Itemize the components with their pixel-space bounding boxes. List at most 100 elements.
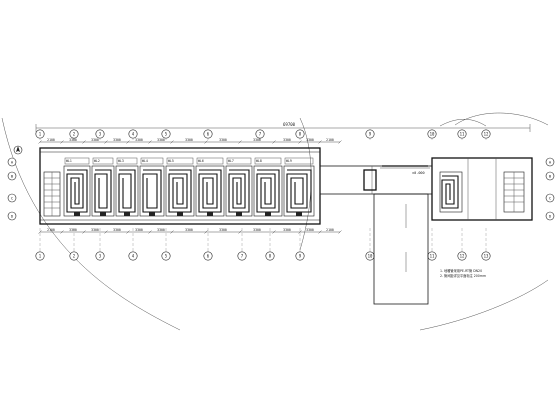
axis-label: 8	[269, 253, 272, 258]
room-tag: WL7	[228, 159, 234, 163]
dimension-label: 3300	[253, 138, 261, 142]
axis-label: 7	[241, 253, 244, 258]
heating-room: WL8	[253, 157, 283, 217]
dimension-label: 3300	[306, 228, 314, 232]
site-boundary-top-right	[454, 112, 549, 126]
heating-room: WL7	[225, 157, 253, 217]
heating-coil	[198, 169, 222, 213]
heating-coil-right	[441, 175, 459, 209]
axis-bubbles-right: A B C D	[545, 157, 555, 221]
room-tag: WL1	[66, 159, 72, 163]
level-mark: ±0.000	[412, 171, 425, 175]
heating-coil	[286, 169, 312, 213]
axis-label: 4	[132, 253, 135, 258]
axis-bubble: 1	[35, 228, 45, 261]
dimension-label: 2100	[47, 228, 55, 232]
site-boundary-right	[439, 119, 487, 127]
room-tag: WL9	[286, 159, 292, 163]
axis-label: 5	[165, 131, 168, 136]
heating-coil	[118, 169, 136, 213]
heating-coil	[142, 169, 162, 213]
axis-label: 3	[99, 253, 102, 258]
axis-bubble: 9	[295, 228, 305, 261]
dimension-label: 3300	[91, 228, 99, 232]
axis-label: 8	[299, 131, 302, 136]
axis-bubble: 9	[365, 129, 375, 140]
heating-room: WL5	[165, 157, 195, 217]
heating-coil	[168, 169, 192, 213]
axis-label: 12	[484, 131, 489, 136]
heating-room: WL1	[63, 157, 91, 217]
manifold	[207, 212, 213, 216]
axis-label: 9	[369, 131, 372, 136]
axis-label: A	[549, 159, 552, 164]
heating-room: WL4	[139, 157, 165, 217]
heating-coil	[228, 169, 250, 213]
heating-coil	[66, 169, 88, 213]
axis-label: C	[549, 195, 551, 200]
manifold	[236, 212, 242, 216]
room-tag: WL6	[198, 159, 204, 163]
room-tag: WL5	[168, 159, 174, 163]
dimension-label: 3300	[91, 138, 99, 142]
dimension-label: 3300	[283, 138, 291, 142]
axis-label: 12	[460, 253, 465, 258]
axis-bubble: A	[7, 157, 17, 167]
room-tag: WL8	[256, 159, 262, 163]
notes-block: 1. 地暖管采用PE-RT管 DN20 2. 管间距详见平面标注 200mm	[440, 268, 486, 278]
axis-label: 9	[299, 253, 302, 258]
site-boundary-left	[1, 117, 181, 331]
manifold	[74, 212, 80, 216]
manifold	[265, 212, 271, 216]
axis-bubble: 11	[457, 129, 467, 140]
heating-room: WL3	[115, 157, 139, 217]
axis-bubble: 4	[128, 129, 138, 140]
axis-bubble: C	[7, 193, 17, 203]
room-tag: WL2	[94, 159, 100, 163]
axis-bubble: 10	[365, 228, 375, 261]
axis-label: D	[549, 213, 552, 218]
dimension-label: 2100	[326, 138, 334, 142]
axis-bubble: 4	[128, 228, 138, 261]
manifold	[149, 212, 155, 216]
right-building-outline	[431, 157, 533, 221]
axis-bubble: B	[7, 171, 17, 181]
stair-left	[43, 171, 61, 217]
axis-bubble: 8	[295, 129, 305, 140]
stair-right	[504, 172, 524, 212]
axis-bubble: D	[545, 211, 555, 221]
axis-label: C	[11, 195, 13, 200]
axis-bubble: 7	[237, 228, 247, 261]
manifold	[100, 212, 106, 216]
room-tag: WL3	[118, 159, 124, 163]
axis-bubble: 2	[69, 129, 79, 140]
north-arrow	[13, 145, 23, 155]
room-tag: WL4	[142, 159, 148, 163]
heating-coil	[94, 169, 112, 213]
axis-bubble: 5	[161, 228, 171, 261]
axis-bubble: 12	[457, 228, 467, 261]
axis-label: 5	[165, 253, 168, 258]
axis-label: 13	[484, 253, 489, 258]
dimension-label: 2100	[47, 138, 55, 142]
dimension-label: 3300	[135, 138, 143, 142]
axis-label: 6	[207, 253, 210, 258]
overall-dimension-top: 69700	[35, 122, 531, 132]
dimension-label: 3300	[306, 138, 314, 142]
axis-label: 6	[207, 131, 210, 136]
axis-bubble: 7	[255, 129, 265, 140]
axis-label: 2	[73, 253, 76, 258]
axis-bubble: B	[545, 171, 555, 181]
dimension-label: 3300	[157, 228, 165, 232]
dimension-label: 3300	[135, 228, 143, 232]
entrance-platform	[373, 193, 429, 305]
axis-label: 10	[430, 131, 435, 136]
dimension-label: 3300	[113, 228, 121, 232]
axis-bubble: 3	[95, 228, 105, 261]
dimension-label: 3300	[69, 228, 77, 232]
axis-bubble: A	[545, 157, 555, 167]
